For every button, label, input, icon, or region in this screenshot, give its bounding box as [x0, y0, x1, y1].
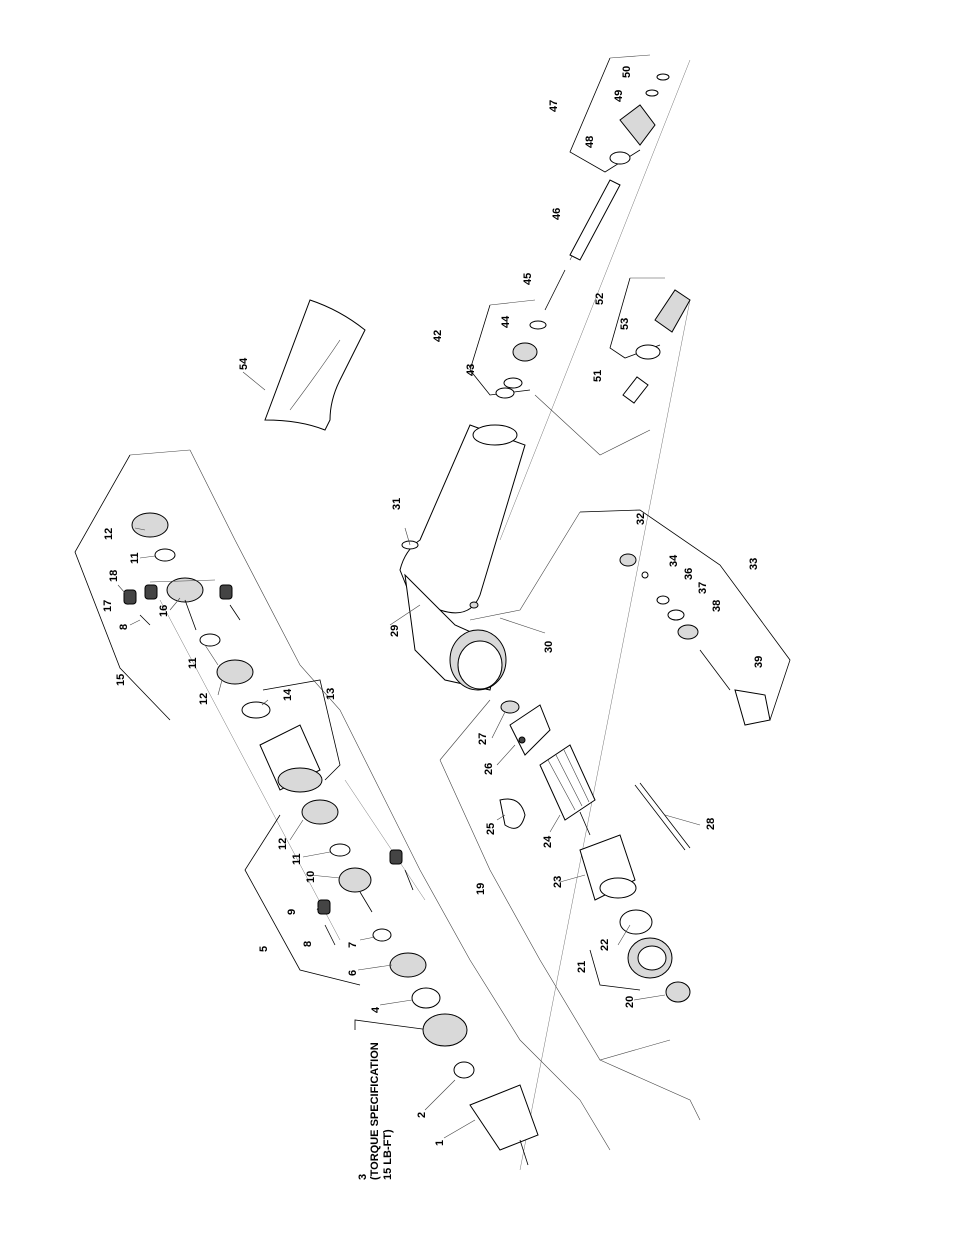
- label-11-b: 11: [187, 657, 199, 669]
- label-30: 30: [543, 641, 555, 653]
- label-5: 5: [258, 946, 270, 952]
- label-19: 19: [475, 883, 487, 895]
- label-48: 48: [584, 136, 596, 148]
- part-number-labels: 54 12 11 18 17 8 16 15 11 12 14 13 31 29…: [102, 66, 765, 1180]
- label-49: 49: [613, 90, 625, 102]
- label-28: 28: [705, 818, 717, 830]
- label-54: 54: [238, 357, 250, 370]
- label-12-c: 12: [277, 838, 289, 850]
- label-34: 34: [668, 554, 680, 567]
- label-11-c: 11: [291, 853, 303, 865]
- label-43: 43: [465, 364, 477, 376]
- label-2: 2: [416, 1112, 428, 1118]
- label-52: 52: [594, 293, 606, 305]
- label-36: 36: [683, 568, 695, 580]
- label-14: 14: [282, 688, 294, 701]
- label-29: 29: [389, 625, 401, 637]
- label-31: 31: [391, 498, 403, 510]
- part-drawings: [123, 73, 771, 1166]
- label-46: 46: [551, 208, 563, 220]
- label-4: 4: [370, 1006, 382, 1013]
- label-27: 27: [477, 733, 489, 745]
- label-33: 33: [748, 558, 760, 570]
- label-47: 47: [548, 100, 560, 112]
- label-37: 37: [697, 582, 709, 594]
- label-50: 50: [621, 66, 633, 78]
- label-39: 39: [753, 656, 765, 668]
- label-26: 26: [483, 763, 495, 775]
- label-12-b: 12: [198, 693, 210, 705]
- label-20: 20: [624, 996, 636, 1008]
- label-21: 21: [576, 961, 588, 973]
- label-24: 24: [542, 835, 554, 848]
- label-12-a: 12: [103, 528, 115, 540]
- label-3: 3: [357, 1174, 369, 1180]
- label-42: 42: [432, 330, 444, 342]
- label-10: 10: [305, 871, 317, 883]
- label-53: 53: [619, 318, 631, 330]
- label-22: 22: [599, 939, 611, 951]
- assembly-axes: [159, 59, 691, 1171]
- label-15: 15: [115, 674, 127, 686]
- label-6: 6: [347, 970, 359, 976]
- label-45: 45: [522, 273, 534, 285]
- label-1: 1: [434, 1140, 446, 1146]
- label-18: 18: [108, 570, 120, 582]
- label-17: 17: [102, 600, 114, 612]
- label-51: 51: [592, 370, 604, 382]
- label-8-b: 8: [302, 941, 314, 947]
- label-44: 44: [500, 315, 512, 328]
- torque-note-line-1: (TORQUE SPECIFICATION: [369, 1042, 381, 1180]
- label-11-a: 11: [129, 552, 141, 564]
- label-7: 7: [347, 942, 359, 948]
- label-9: 9: [286, 909, 298, 915]
- label-13: 13: [325, 688, 337, 700]
- leader-lines: [117, 371, 701, 1139]
- label-8-a: 8: [118, 624, 130, 630]
- label-32: 32: [635, 513, 647, 525]
- label-25: 25: [485, 823, 497, 835]
- label-23: 23: [552, 876, 564, 888]
- label-16: 16: [158, 605, 170, 617]
- label-38: 38: [711, 600, 723, 612]
- torque-note-line-2: 15 LB-FT): [382, 1129, 394, 1180]
